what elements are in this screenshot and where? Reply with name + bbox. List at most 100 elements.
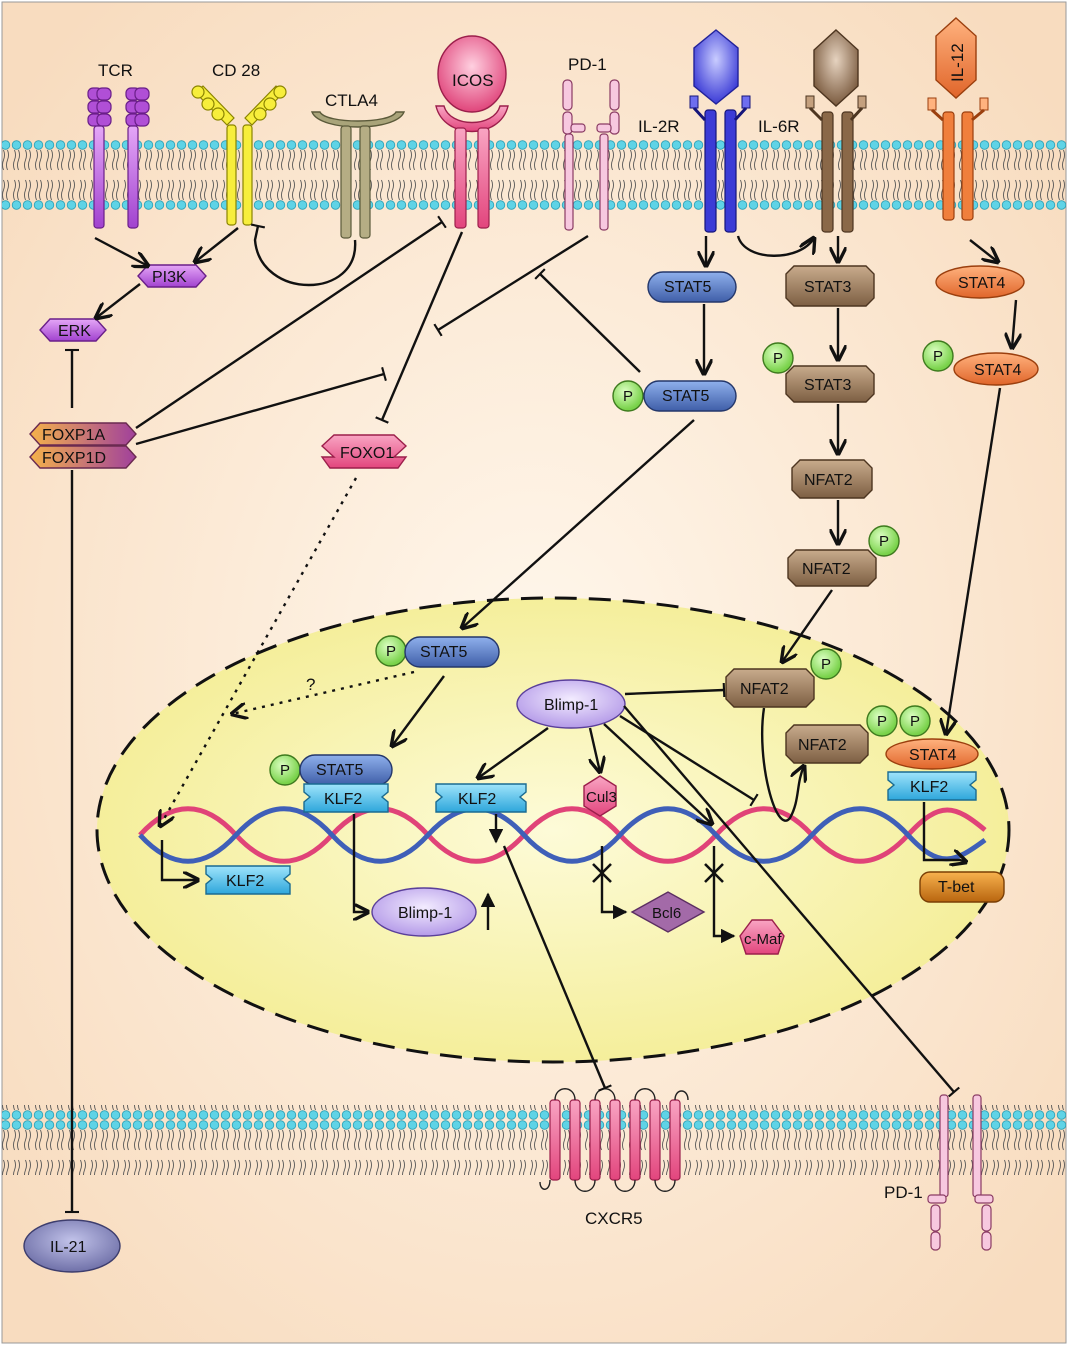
tcr-label: TCR [98, 61, 133, 80]
cul3-node [583, 775, 617, 817]
foxp1a-label: FOXP1A [42, 427, 105, 444]
complex-stat5-label: STAT5 [316, 762, 364, 779]
klf2-mid-label: KLF2 [458, 791, 496, 808]
il6r-receptor [805, 29, 867, 233]
nuc-pstat5-node [404, 636, 500, 668]
nuc-phospho-nfat2-label: P [821, 656, 831, 673]
stat3-node [785, 265, 875, 307]
signaling-edges [65, 215, 1016, 1214]
phospho-stat5-label: P [623, 388, 633, 405]
il21-node [23, 1219, 121, 1273]
erk-node [39, 318, 107, 342]
erk-label: ERK [58, 323, 91, 340]
cmaf-label: c-Maf [744, 931, 782, 948]
stat5-node [647, 271, 737, 303]
blimp1-product-node [371, 887, 477, 937]
foxp1a-node [29, 422, 137, 446]
pd1-receptor-bottom [927, 1094, 994, 1251]
ctla4-receptor [310, 111, 406, 239]
klf2-mid-node [435, 783, 527, 813]
question-mark: ? [306, 675, 315, 694]
nfat2-node [791, 459, 873, 499]
cd28-label: CD 28 [212, 61, 260, 80]
nuc-phospho-stat5-label: P [386, 643, 396, 660]
right-phospho-1 [866, 705, 898, 737]
pi3k-label: PI3K [152, 269, 187, 286]
pd1-receptor-top [562, 79, 620, 231]
nuc-klf2-right-node [887, 771, 977, 801]
pstat5-node [643, 380, 737, 412]
phospho-stat4-label: P [933, 348, 943, 365]
pstat3-label: STAT3 [804, 377, 852, 394]
phospho-stat3 [762, 342, 794, 374]
stat5-label: STAT5 [664, 279, 712, 296]
nuc-klf2-right-label: KLF2 [910, 779, 948, 796]
nuc-phospho-nfat2 [810, 648, 842, 680]
icos-receptor [435, 35, 509, 229]
nuc-nfat2-label: NFAT2 [798, 737, 847, 754]
cxcr5-receptor [539, 1088, 689, 1192]
pd1-bottom-label: PD-1 [884, 1183, 923, 1202]
phospho-stat4 [922, 340, 954, 372]
pnfat2-node [787, 549, 877, 587]
bcl6-node [630, 891, 706, 933]
nuc-pstat5-label: STAT5 [420, 644, 468, 661]
il12-receptor [927, 17, 989, 221]
nuc-pnfat2-node [725, 668, 815, 708]
pstat5-label: STAT5 [662, 388, 710, 405]
plasma-membrane-top [2, 140, 1066, 210]
right-phospho-2-label: P [910, 713, 920, 730]
pstat4-label: STAT4 [974, 362, 1022, 379]
nuc-nfat2-node [785, 724, 869, 764]
tbet-node [919, 871, 1005, 903]
il2r-receptor [689, 29, 751, 233]
pstat3-node [785, 365, 875, 403]
pstat4-node [953, 352, 1039, 386]
klf2-product-label: KLF2 [226, 873, 264, 890]
cmaf-node [739, 919, 785, 955]
complex-klf2-node [303, 783, 389, 813]
icos-label: ICOS [452, 71, 494, 90]
tbet-label: T-bet [938, 879, 975, 896]
cd28-receptor [191, 85, 287, 226]
cul3-label: Cul3 [586, 789, 617, 806]
blimp1-product-label: Blimp-1 [398, 905, 452, 922]
klf2-product-node [205, 865, 291, 895]
stat3-label: STAT3 [804, 279, 852, 296]
nfat2-label: NFAT2 [804, 472, 853, 489]
foxp1d-node [29, 445, 137, 469]
phospho-stat3-label: P [773, 350, 783, 367]
phospho-stat5 [612, 380, 644, 412]
tcr-receptor [87, 87, 150, 229]
foxo1-node [320, 434, 408, 469]
pnfat2-label: NFAT2 [802, 561, 851, 578]
complex-klf2-label: KLF2 [324, 791, 362, 808]
blimp1-label: Blimp-1 [544, 697, 598, 714]
nuc-stat4-label: STAT4 [909, 747, 957, 764]
il2r-label: IL-2R [638, 117, 680, 136]
foxp1d-label: FOXP1D [42, 450, 106, 467]
stat4-node [935, 265, 1025, 299]
complex-phospho-label: P [280, 762, 290, 779]
phospho-nfat2 [868, 525, 900, 557]
plasma-membrane-bottom [2, 1105, 1066, 1175]
nuc-stat4-node [885, 738, 979, 770]
il6r-label: IL-6R [758, 117, 800, 136]
foxo1-label: FOXO1 [340, 445, 394, 462]
bcl6-label: Bcl6 [652, 905, 681, 922]
blimp1-node [516, 679, 626, 729]
il12-label: IL-12 [948, 43, 967, 82]
il21-label: IL-21 [50, 1239, 87, 1256]
right-phospho-2 [899, 705, 931, 737]
dna-helix [138, 806, 987, 864]
phospho-nfat2-label: P [879, 533, 889, 550]
ctla4-label: CTLA4 [325, 91, 378, 110]
stat4-label: STAT4 [958, 275, 1006, 292]
nuc-pnfat2-label: NFAT2 [740, 681, 789, 698]
right-phospho-1-label: P [877, 713, 887, 730]
cxcr5-label: CXCR5 [585, 1209, 643, 1228]
blocked-transcription-marks [592, 863, 724, 883]
pd1-top-label: PD-1 [568, 55, 607, 74]
